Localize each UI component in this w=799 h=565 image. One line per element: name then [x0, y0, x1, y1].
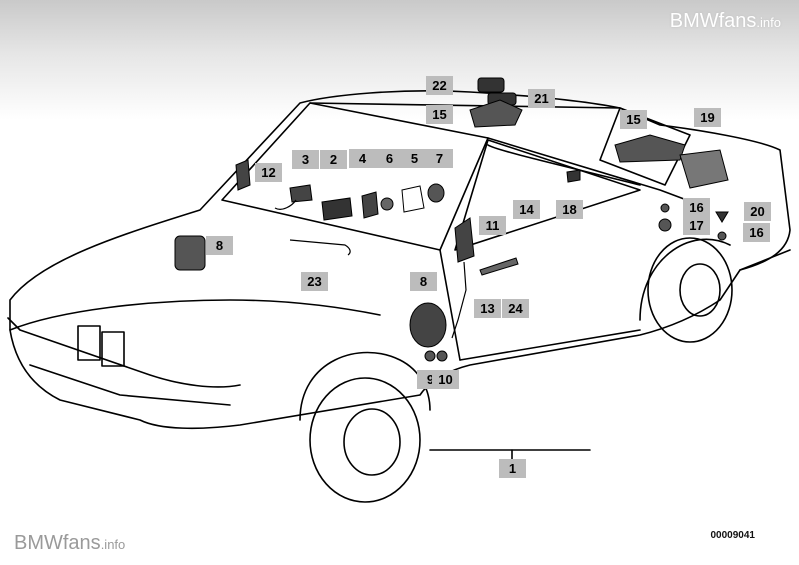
callout-15: 15: [426, 105, 453, 124]
callout-8: 8: [206, 236, 233, 255]
antenna-cable: [487, 144, 641, 186]
part-11-shape: [454, 217, 475, 263]
part-3-cable: [274, 199, 297, 210]
kidney-grille-left: [77, 325, 101, 361]
part-8-speaker-shape: [409, 302, 447, 348]
rear-bumper: [739, 249, 791, 271]
roof-line: [309, 102, 621, 109]
part-23-cable: [289, 239, 351, 256]
part-13-cable: [451, 261, 467, 339]
callout-14: 14: [513, 200, 540, 219]
callout-19: 19: [694, 108, 721, 127]
part-8-left-shape: [174, 235, 206, 271]
callout-16: 16: [683, 198, 710, 217]
part-15-rear-shape: [614, 134, 686, 163]
hood-line: [9, 299, 381, 331]
part-2-shape: [321, 197, 353, 221]
part-10-shape: [436, 350, 448, 362]
callout-17: 17: [683, 216, 710, 235]
callout-6: 6: [376, 149, 403, 168]
part-24-shape: [479, 257, 519, 276]
part-22-shape: [477, 77, 505, 93]
part-17-shape: [658, 218, 672, 232]
rear-window: [599, 107, 691, 186]
callout-3: 3: [292, 150, 319, 169]
callout-12: 12: [255, 163, 282, 182]
diagram-reference-number: 00009041: [710, 530, 756, 541]
rear-wheel: [647, 237, 733, 343]
kidney-grille-right: [101, 331, 125, 367]
part-15-front-shape: [469, 99, 523, 128]
part-7-shape: [427, 183, 445, 203]
car-body-outline: [9, 90, 791, 430]
part-3-shape: [289, 184, 313, 203]
callout-13: 13: [474, 299, 501, 318]
callout-16: 16: [743, 223, 770, 242]
part-4-shape: [361, 191, 379, 219]
bumper-lower: [29, 364, 231, 406]
callout-15: 15: [620, 110, 647, 129]
callout-23: 23: [301, 272, 328, 291]
brand-watermark-top: BMWfans.info: [670, 10, 781, 33]
brand-suffix: .info: [756, 15, 781, 30]
callout-20: 20: [744, 202, 771, 221]
callout-24: 24: [502, 299, 529, 318]
callout-18: 18: [556, 200, 583, 219]
brand-suffix: .info: [100, 537, 126, 552]
part-16a-shape: [660, 203, 670, 213]
callout-4: 4: [349, 149, 376, 168]
callout-11: 11: [479, 216, 506, 235]
front-bumper: [7, 317, 241, 388]
callout-22: 22: [426, 76, 453, 95]
callout-21: 21: [528, 89, 555, 108]
door-line: [439, 249, 461, 361]
brand-watermark-bottom: BMWfans.info: [14, 532, 125, 555]
part-12-shape: [235, 159, 251, 191]
front-wheel: [309, 377, 421, 503]
part-20-shape: [715, 211, 729, 223]
header-gradient: [0, 0, 799, 120]
part-6-shape: [380, 197, 394, 211]
callout-10: 10: [432, 370, 459, 389]
brand-text: BMWfans: [669, 10, 757, 32]
rear-hub: [679, 263, 721, 317]
part-18-shape: [566, 169, 581, 183]
callout-2: 2: [320, 150, 347, 169]
part-19-shape: [679, 149, 729, 189]
side-crease: [459, 329, 641, 361]
callout-5: 5: [401, 149, 428, 168]
brand-text: BMWfans: [14, 532, 101, 554]
part-5-shape: [401, 185, 425, 213]
callout-1: 1: [499, 459, 526, 478]
front-hub: [343, 408, 401, 476]
front-side-window: [454, 139, 641, 251]
part-9-shape: [424, 350, 436, 362]
callout-8: 8: [410, 272, 437, 291]
part-16b-shape: [717, 231, 727, 241]
rear-wheel-arch: [639, 238, 731, 321]
callout-7: 7: [426, 149, 453, 168]
